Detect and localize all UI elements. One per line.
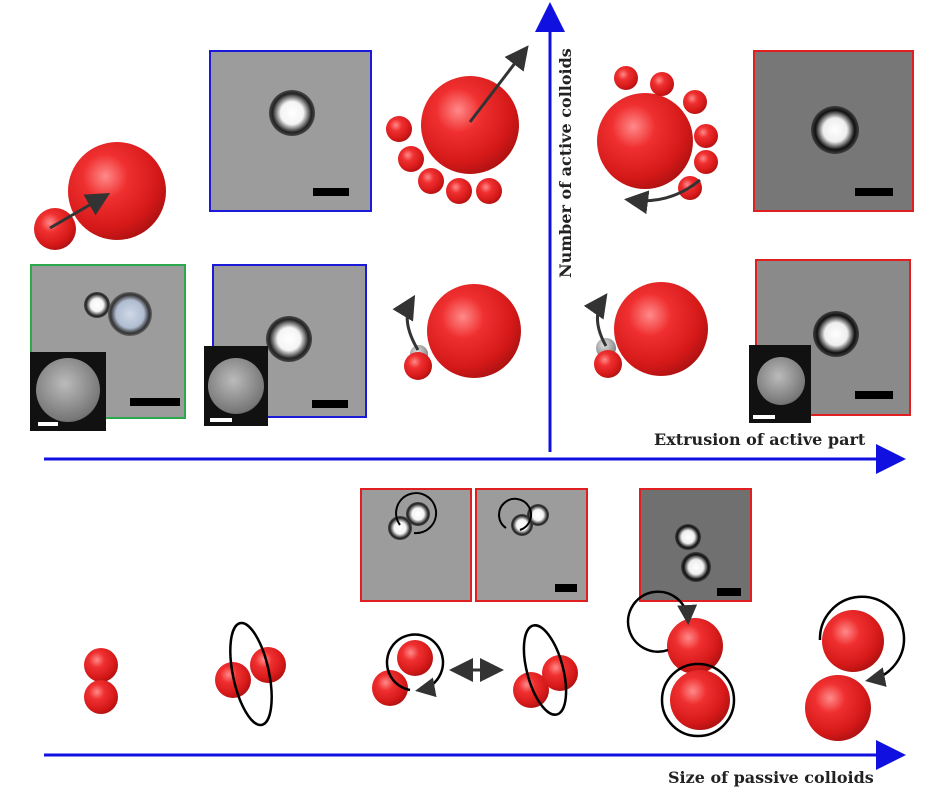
micrograph-dimer-2 — [475, 488, 588, 602]
passive-sphere — [68, 142, 166, 240]
dimer-sphere — [822, 610, 884, 672]
sem-inset — [204, 346, 268, 426]
active-colloid — [594, 350, 622, 378]
micrograph-blue-bottom — [204, 264, 367, 426]
active-colloid — [418, 168, 444, 194]
dimer-sphere — [84, 648, 118, 682]
bottom-axis-label: Size of passive colloids — [668, 768, 874, 787]
active-colloid — [34, 208, 76, 250]
passive-sphere — [614, 282, 708, 376]
dimer-sphere — [670, 670, 730, 730]
micrograph-blue-top — [209, 50, 372, 212]
sem-inset — [30, 352, 106, 431]
active-colloid — [683, 90, 707, 114]
passive-sphere — [421, 76, 519, 174]
vertical-axis-label: Number of active colloids — [556, 48, 575, 278]
micrograph-red-top — [753, 50, 914, 212]
active-colloid — [386, 116, 412, 142]
active-colloid — [404, 352, 432, 380]
micrograph-green — [30, 264, 186, 431]
active-colloid — [694, 150, 718, 174]
passive-sphere — [597, 93, 693, 189]
passive-sphere — [427, 284, 521, 378]
active-colloid — [694, 124, 718, 148]
active-colloid — [614, 66, 638, 90]
active-colloid — [476, 178, 502, 204]
dimer-sphere — [397, 640, 433, 676]
active-colloid — [398, 146, 424, 172]
top-axis-label: Extrusion of active part — [654, 430, 866, 449]
micrograph-dimer-3 — [639, 488, 752, 602]
active-colloid — [446, 178, 472, 204]
micrograph-dimer-1 — [360, 488, 472, 602]
dimer-sphere — [805, 675, 871, 741]
active-colloid — [650, 72, 674, 96]
sem-inset — [749, 345, 811, 423]
dimer-sphere — [84, 680, 118, 714]
